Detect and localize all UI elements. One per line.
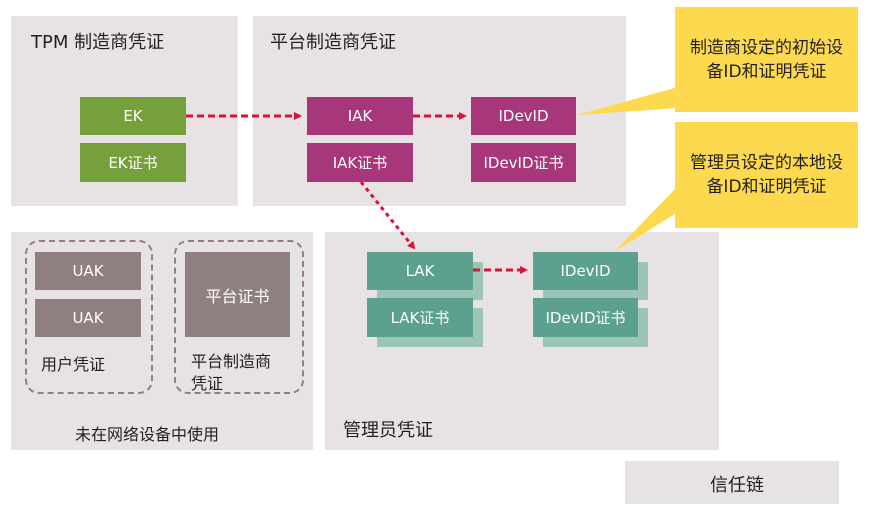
iak-box: IAK	[307, 97, 413, 135]
uak-box-1: UAK	[35, 252, 141, 290]
manufacturer-callout: 制造商设定的初始设备ID和证明凭证	[675, 7, 858, 112]
ek-box: EK	[80, 97, 186, 135]
admin-callout: 管理员设定的本地设备ID和证明凭证	[675, 122, 858, 228]
ldevid-cert-box: IDevID证书	[533, 298, 638, 337]
idevid-cert-box: IDevID证书	[471, 143, 576, 182]
idevid-box: IDevID	[471, 97, 576, 135]
admin-credentials-panel: LAK LAK证书 IDevID IDevID证书 管理员凭证	[325, 232, 719, 450]
uak-box-2: UAK	[35, 299, 141, 337]
user-credentials-label: 用户凭证	[41, 355, 106, 374]
unused-credentials-panel: UAK UAK 用户凭证 平台证书 平台制造商凭证 未在网络设备中使用	[11, 232, 313, 450]
platform-manufacturer-group	[174, 240, 304, 394]
admin-panel-title: 管理员凭证	[343, 420, 433, 441]
platform-cert-box: 平台证书	[185, 252, 290, 337]
unused-panel-caption: 未在网络设备中使用	[75, 425, 220, 444]
platform-credentials-panel: 平台制造商凭证 IAK IAK证书 IDevID IDevID证书	[253, 16, 626, 206]
platform-manufacturer-label: 平台制造商凭证	[191, 352, 272, 393]
ek-cert-box: EK证书	[80, 143, 186, 182]
legend: 信任链	[625, 461, 839, 504]
legend-label: 信任链	[710, 475, 764, 496]
user-credentials-group	[25, 240, 153, 394]
ldevid-box: IDevID	[533, 252, 638, 290]
iak-cert-box: IAK证书	[307, 143, 413, 182]
tpm-panel-title: TPM 制造商凭证	[31, 32, 165, 53]
lak-cert-box: LAK证书	[367, 298, 473, 337]
lak-box: LAK	[367, 252, 473, 290]
platform-panel-title: 平台制造商凭证	[270, 32, 396, 53]
tpm-credentials-panel: TPM 制造商凭证 EK EK证书	[11, 16, 238, 206]
